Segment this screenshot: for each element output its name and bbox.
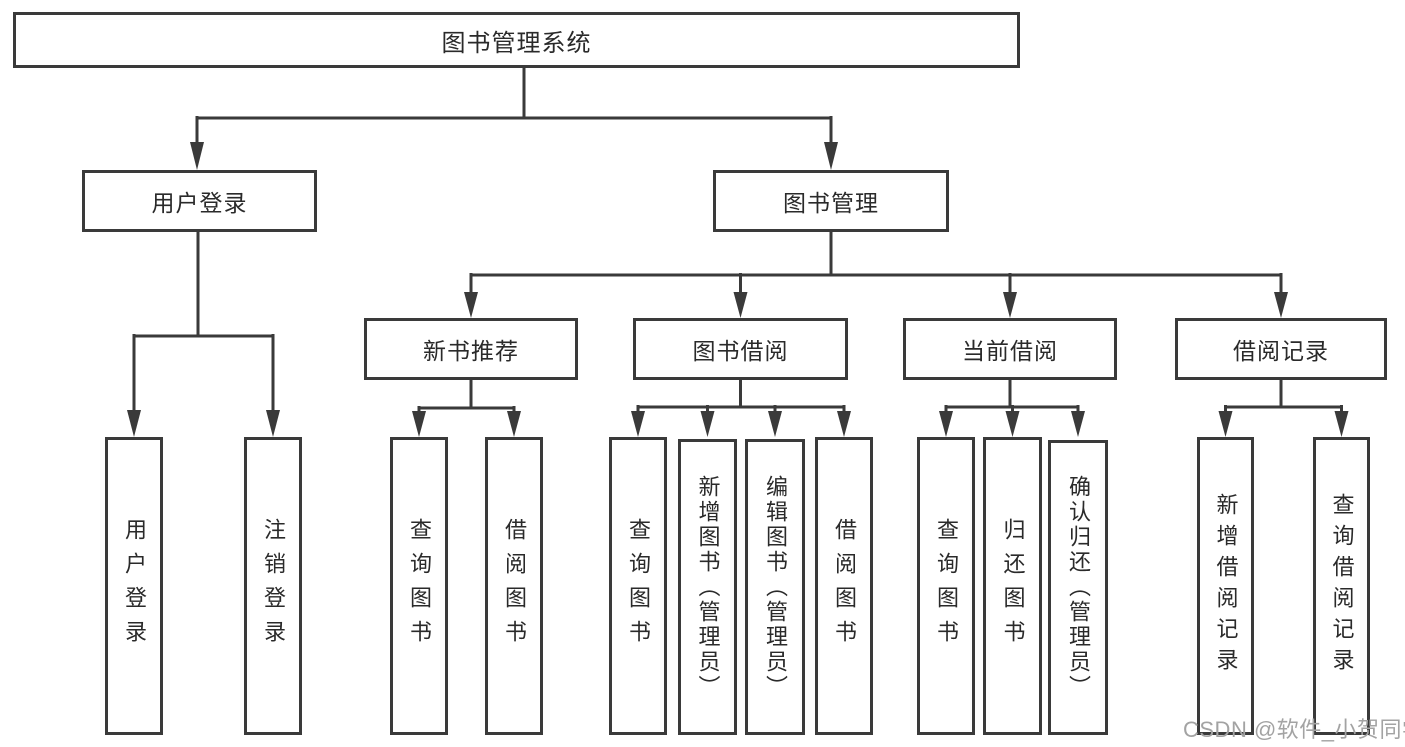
leaf-edit-book-admin: 编辑图书（管理员） [745, 439, 805, 735]
node-user-login: 用户登录 [82, 170, 317, 232]
node-current-borrow: 当前借阅 [903, 318, 1117, 380]
leaf-query-books-recommend: 查询图书 [390, 437, 448, 735]
leaf-query-books-borrow: 查询图书 [609, 437, 667, 735]
node-borrow-records: 借阅记录 [1175, 318, 1387, 380]
leaf-borrow-books-2: 借阅图书 [815, 437, 873, 735]
leaf-add-borrow-record: 新增借阅记录 [1197, 437, 1254, 735]
node-new-book-recommend: 新书推荐 [364, 318, 578, 380]
leaf-borrow-books-recommend: 借阅图书 [485, 437, 543, 735]
leaf-return-book: 归还图书 [983, 437, 1042, 735]
root-node-library-system: 图书管理系统 [13, 12, 1020, 68]
leaf-add-book-admin: 新增图书（管理员） [678, 439, 737, 735]
leaf-confirm-return-admin: 确认归还（管理员） [1048, 440, 1108, 735]
leaf-query-books-current: 查询图书 [917, 437, 975, 735]
leaf-user-login: 用户登录 [105, 437, 163, 735]
leaf-query-borrow-record: 查询借阅记录 [1313, 437, 1370, 735]
leaf-logout: 注销登录 [244, 437, 302, 735]
csdn-watermark: CSDN @软件_小贺同学 [1183, 717, 1405, 742]
node-book-management: 图书管理 [713, 170, 949, 232]
node-book-borrow: 图书借阅 [633, 318, 848, 380]
